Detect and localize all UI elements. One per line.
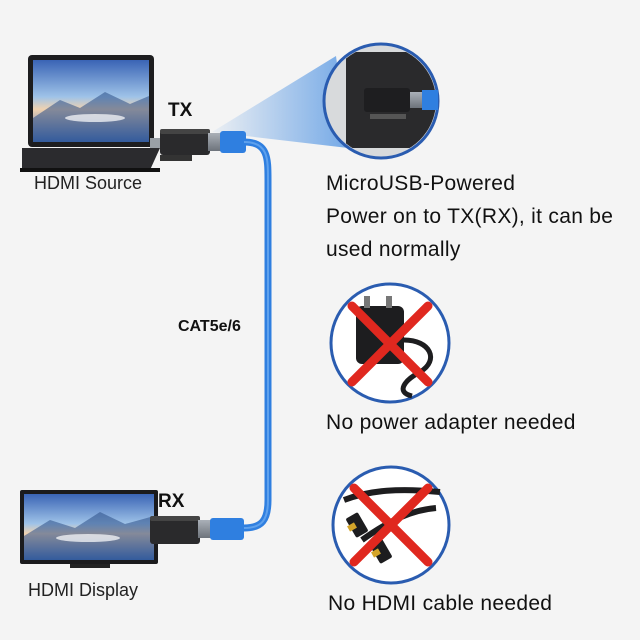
hdmi-cable-circle bbox=[331, 465, 451, 585]
no-adapter-note: No power adapter needed bbox=[326, 411, 576, 434]
rx-extender-icon bbox=[150, 516, 244, 544]
no-hdmi-cable-note: No HDMI cable needed bbox=[328, 592, 553, 615]
tv-icon bbox=[20, 490, 158, 568]
red-x-icon bbox=[347, 301, 433, 387]
microusb-powered-note: MicroUSB-Powered Power on to TX(RX), it … bbox=[326, 167, 636, 266]
microusb-line1: Power on to TX(RX), it can be bbox=[326, 205, 614, 228]
zoom-circle bbox=[322, 42, 440, 160]
cable-type-label: CAT5e/6 bbox=[178, 318, 241, 335]
microusb-line2: used normally bbox=[326, 238, 461, 261]
laptop-icon bbox=[20, 55, 160, 172]
network-cable bbox=[240, 138, 272, 532]
microusb-title: MicroUSB-Powered bbox=[326, 172, 516, 195]
red-x-icon bbox=[349, 483, 433, 567]
hdmi-display-label: HDMI Display bbox=[28, 580, 139, 600]
zoom-spotlight bbox=[212, 56, 348, 148]
power-adapter-circle bbox=[329, 282, 451, 404]
tx-label: TX bbox=[168, 100, 193, 121]
rx-label: RX bbox=[158, 491, 185, 512]
tx-extender-icon bbox=[150, 129, 246, 161]
hdmi-source-label: HDMI Source bbox=[34, 173, 143, 193]
